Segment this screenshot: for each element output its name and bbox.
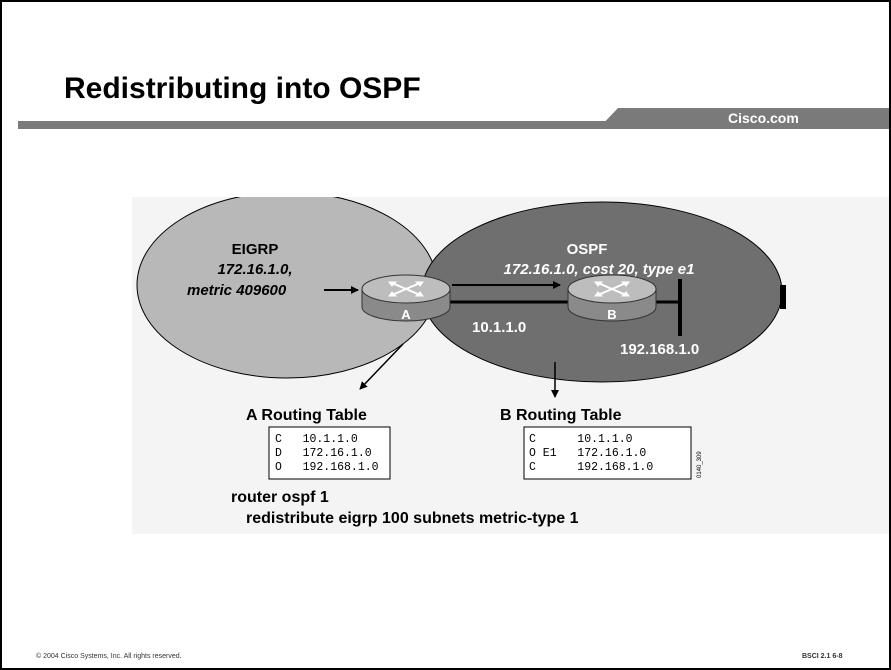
a-table-row: C 10.1.1.0 (275, 433, 358, 446)
eigrp-label: EIGRP (232, 241, 279, 258)
ospf-label: OSPF (567, 241, 608, 258)
link-network-label: 10.1.1.0 (472, 319, 526, 336)
a-table-box (268, 426, 391, 480)
config-line-1: router ospf 1 (231, 489, 329, 506)
course-page-footer: BSCI 2.1 6-8 (802, 653, 843, 660)
b-table-title: B Routing Table (500, 407, 622, 424)
slide-title: Redistributing into OSPF (64, 72, 421, 105)
a-table-title: A Routing Table (246, 407, 367, 424)
brand-tab (598, 108, 889, 129)
a-table-row: O 192.168.1.0 (275, 461, 379, 474)
brand-label: Cisco.com (728, 110, 799, 126)
figure-id: 0140_309 (697, 451, 703, 478)
router-b-icon (594, 281, 630, 297)
b-table-row: O E1 172.16.1.0 (529, 447, 646, 460)
router-a-table-arrow (359, 343, 404, 390)
ospf-route-label: 172.16.1.0, cost 20, type e1 (504, 261, 695, 278)
b-table-row: C 10.1.1.0 (529, 433, 633, 446)
router-a-label: A (401, 307, 411, 322)
b-table-row: C 192.168.1.0 (529, 461, 653, 474)
title-underline (18, 121, 618, 129)
eigrp-route-line1: 172.16.1.0, (217, 261, 292, 278)
a-table-row: D 172.16.1.0 (275, 447, 372, 460)
copyright-footer: © 2004 Cisco Systems, Inc. All rights re… (36, 653, 182, 660)
router-a: A (361, 274, 451, 322)
router-b: B (567, 274, 657, 322)
config-line-2: redistribute eigrp 100 subnets metric-ty… (246, 510, 579, 527)
router-a-icon (388, 281, 424, 297)
b-table-box (523, 426, 692, 480)
ospf-edge-marker (780, 285, 786, 309)
stub-network-label: 192.168.1.0 (620, 341, 699, 358)
router-b-label: B (607, 307, 616, 322)
eigrp-route-line2: metric 409600 (187, 282, 287, 299)
